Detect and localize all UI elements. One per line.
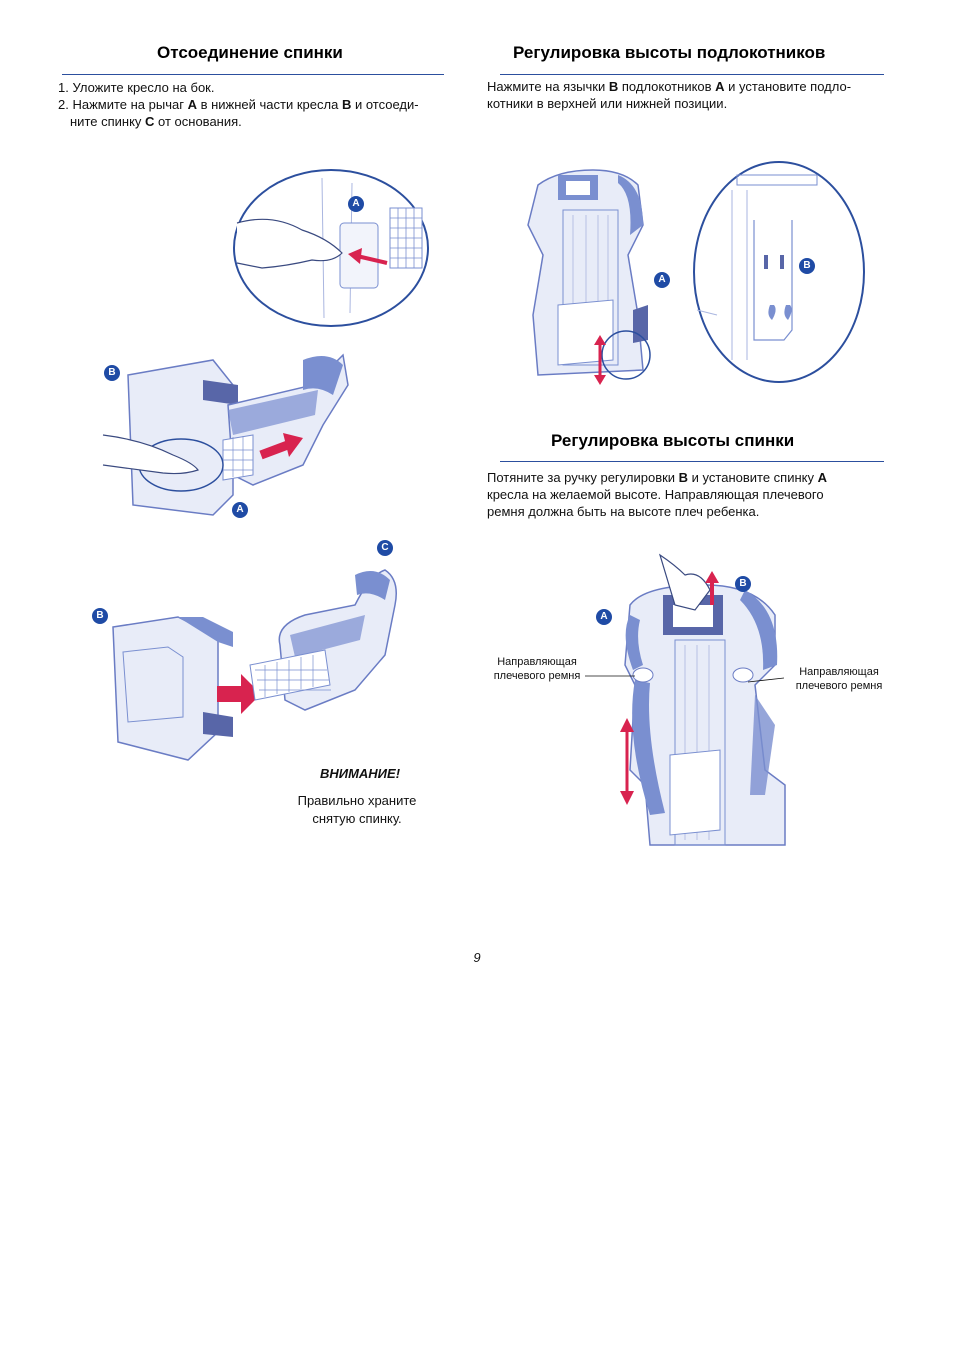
warning-text: Правильно храните снятую спинку. [297,793,417,826]
callout-c-backrest: C [377,540,393,556]
callout-b-seat: B [104,365,120,381]
detached-backrest-illustration [249,569,397,711]
section-title-backrest-height: Регулировка высоты спинки [551,431,795,450]
section-title-armrest-height: Регулировка высоты подлокотников [513,43,826,62]
armrest-detail-circle-illustration [693,161,865,383]
step-2-continued: ните спинку C от основания. [70,114,242,129]
title-rule [500,461,884,462]
detach-arrow [217,674,261,714]
callout-a-backrest: A [596,609,612,625]
callout-b-backrest: B [735,576,751,592]
callout-b-base: B [92,608,108,624]
callout-a-armrest: A [654,272,670,288]
seat-on-side-illustration [102,353,349,516]
callout-b-armrest: B [799,258,815,274]
step-1: 1. Уложите кресло на бок. [58,80,215,95]
section-title-detach-backrest: Отсоединение спинки [157,43,343,62]
shoulder-guide-leader-right [747,677,785,683]
shoulder-guide-label-left: Направляющая плечевого ремня [493,656,581,682]
warning-title: ВНИМАНИЕ! [319,766,401,781]
callout-a-detail: A [348,196,364,212]
step-2: 2. Нажмите на рычаг A в нижней части кре… [58,97,419,112]
armrest-instructions: Нажмите на язычки B подлокотников A и ус… [487,79,852,111]
shoulder-guide-leader-left [585,675,635,677]
page-number: 9 [473,950,481,965]
backrest-instructions: Потяните за ручку регулировки B и устано… [487,470,827,519]
base-illustration [112,616,233,761]
armrest-seat-front-illustration [527,169,651,385]
callout-a-seat: A [232,502,248,518]
title-rule [62,74,444,75]
title-rule [500,74,884,75]
detail-circle-lever-illustration [233,169,429,327]
shoulder-guide-label-right: Направляющая плечевого ремня [795,666,883,692]
detach-instructions: 1. Уложите кресло на бок. 2. Нажмите на … [58,79,458,130]
backrest-height-illustration [620,553,786,846]
